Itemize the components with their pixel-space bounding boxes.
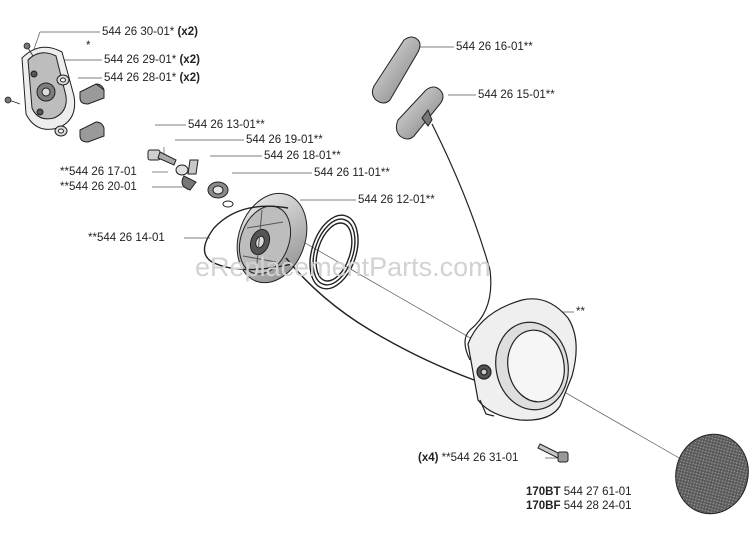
label-170bf: 170BF 544 28 24-01 <box>526 500 632 512</box>
label-544-26-18-01: 544 26 18-01** <box>264 150 341 162</box>
starter-pulley <box>236 192 308 284</box>
label-544-26-12-01: 544 26 12-01** <box>358 194 435 206</box>
label-544-26-17-01: **544 26 17-01 <box>60 166 137 178</box>
leader-lines <box>32 31 701 471</box>
starter-pawl-cover <box>21 46 76 130</box>
pawl <box>79 83 105 143</box>
label-544-26-13-01: 544 26 13-01** <box>188 119 265 131</box>
label-544-26-29-01: 544 26 29-01* (x2) <box>104 54 200 66</box>
decal-disc <box>675 433 749 515</box>
label-star: * <box>86 40 91 52</box>
handle-rope <box>431 123 492 361</box>
cover-screw <box>4 42 34 105</box>
label-544-26-20-01: **544 26 20-01 <box>60 181 137 193</box>
label-544-26-28-01: 544 26 28-01* (x2) <box>104 72 200 84</box>
pawl-washer <box>54 74 70 137</box>
handle-grip <box>371 36 444 140</box>
label-544-26-19-01: 544 26 19-01** <box>246 134 323 146</box>
label-170bt: 170BT 544 27 61-01 <box>526 486 632 498</box>
friction-plate <box>175 159 199 191</box>
label-544-26-16-01: 544 26 16-01** <box>456 41 533 53</box>
label-544-26-11-01: 544 26 11-01** <box>314 167 390 179</box>
housing-screw <box>537 443 569 463</box>
center-bolt <box>147 149 177 166</box>
label-544-26-15-01: 544 26 15-01** <box>478 89 555 101</box>
label-544-26-30-01: 544 26 30-01* (x2) <box>102 26 198 38</box>
watermark: eReplacementParts.com <box>195 252 491 282</box>
label-housing-star: ** <box>576 306 585 318</box>
label-544-26-14-01: **544 26 14-01 <box>88 232 165 244</box>
spring-coil <box>207 181 234 208</box>
starter-housing <box>467 298 577 421</box>
recoil-spring <box>309 214 359 290</box>
label-544-26-31-01: (x4) **544 26 31-01 <box>418 452 519 464</box>
